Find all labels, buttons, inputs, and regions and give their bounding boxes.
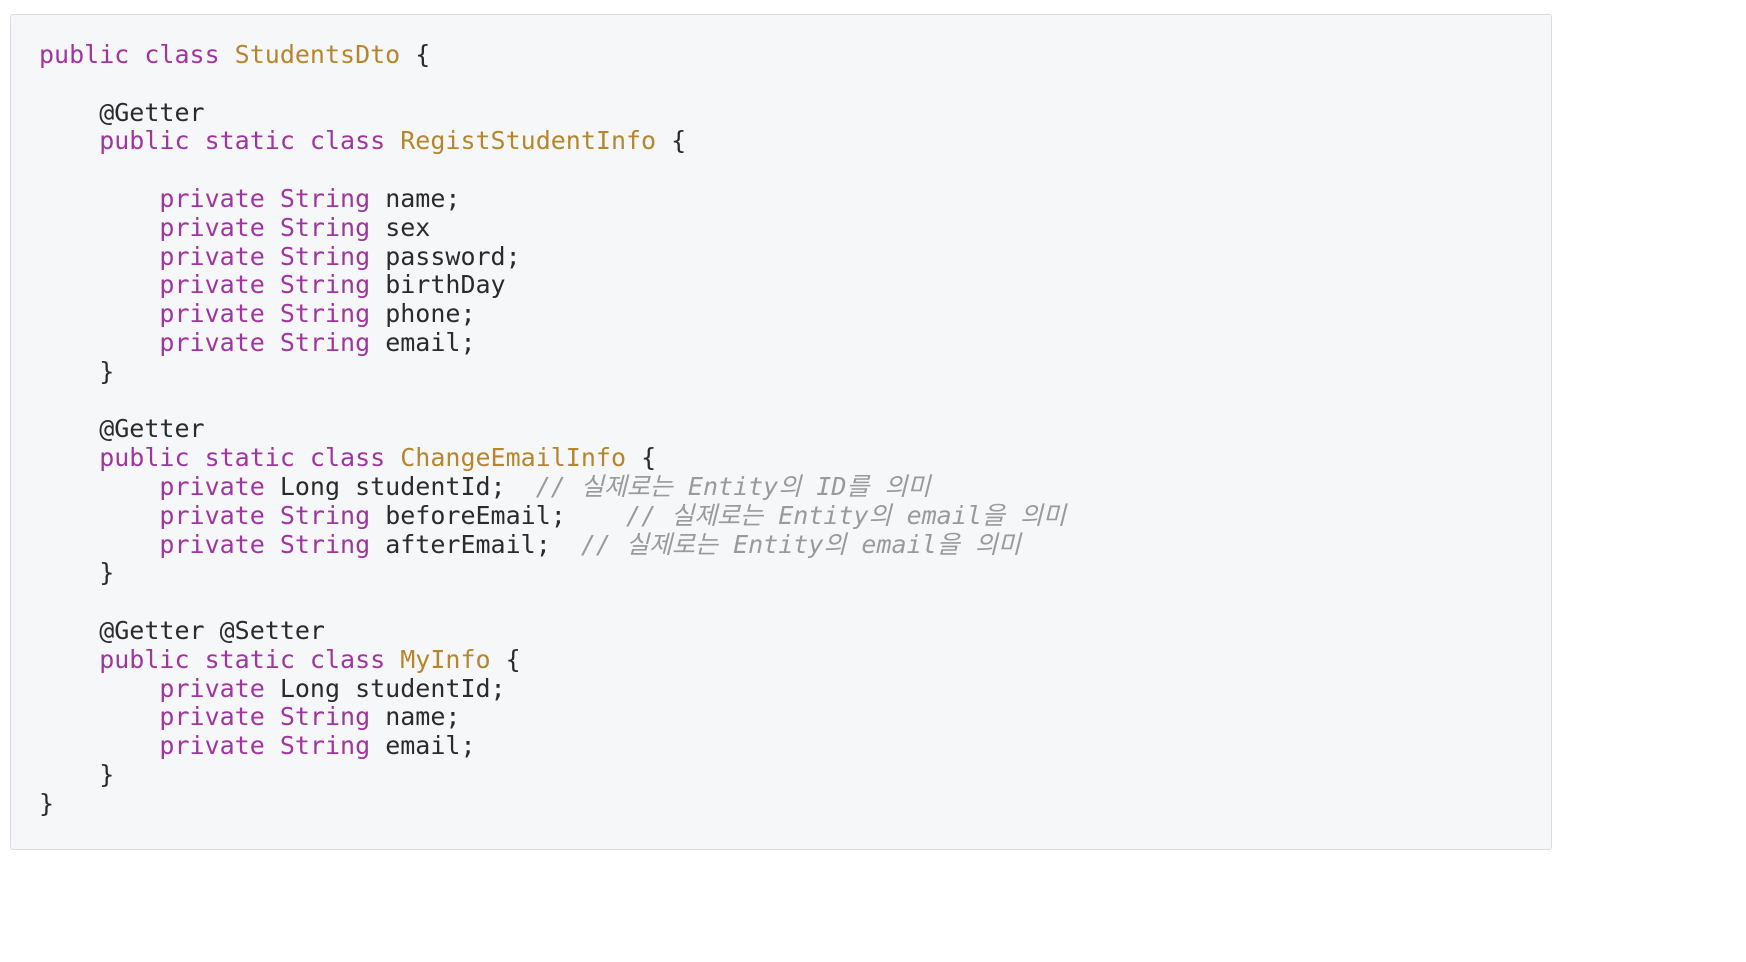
code-token-plain: phone; bbox=[370, 299, 476, 329]
code-token-cls: RegistStudentInfo bbox=[400, 126, 657, 156]
code-token-kw: private bbox=[39, 529, 280, 559]
code-token-kw: private bbox=[39, 673, 280, 703]
code-token-typ: String bbox=[279, 299, 371, 329]
code-token-typ: String bbox=[279, 731, 371, 761]
code-block: public class StudentsDto { @Getter publi… bbox=[10, 14, 1552, 850]
code-token-kw: private bbox=[39, 270, 280, 300]
code-token-typ: String bbox=[279, 241, 371, 271]
code-line: @Getter bbox=[39, 97, 1066, 128]
code-line bbox=[39, 387, 1066, 416]
code-token-kw: private bbox=[39, 731, 280, 761]
code-token-plain: } bbox=[39, 759, 115, 789]
code-token-anno: @Getter bbox=[39, 97, 205, 127]
code-token-plain: email; bbox=[370, 327, 476, 357]
code-token-plain: } bbox=[39, 788, 55, 818]
code-token-cmt: // 실제로는 Entity의 email을 의미 bbox=[565, 500, 1066, 530]
code-token-typ: String bbox=[279, 702, 371, 732]
code-token-plain: { bbox=[400, 40, 431, 69]
code-token-cmt: // 실제로는 Entity의 ID를 의미 bbox=[505, 471, 931, 501]
code-token-kw: private bbox=[39, 183, 280, 213]
code-line: } bbox=[39, 759, 1066, 790]
code-line bbox=[39, 156, 1066, 185]
code-token-plain: Long studentId; bbox=[279, 673, 506, 703]
code-token-plain: beforeEmail; bbox=[370, 500, 566, 530]
code-line: private String phone; bbox=[39, 299, 1066, 329]
code-token-plain: } bbox=[39, 558, 115, 588]
code-token-plain: name; bbox=[370, 183, 461, 213]
code-token-typ: String bbox=[279, 270, 371, 300]
code-line: private String sex bbox=[39, 212, 1066, 243]
code-content: public class StudentsDto { @Getter publi… bbox=[39, 40, 1066, 819]
code-token-typ: String bbox=[279, 500, 371, 530]
code-token-plain: Long studentId; bbox=[279, 471, 506, 501]
code-token-plain: sex bbox=[370, 212, 431, 242]
code-token-kw: private bbox=[39, 327, 280, 357]
code-token-kw: public class bbox=[39, 40, 235, 69]
code-line bbox=[39, 588, 1066, 617]
code-line: } bbox=[39, 558, 1066, 588]
code-token-typ: String bbox=[279, 212, 371, 242]
code-line: public static class ChangeEmailInfo { bbox=[39, 443, 1066, 473]
code-line: } bbox=[39, 356, 1066, 387]
code-token-plain: { bbox=[656, 126, 687, 156]
code-token-plain: birthDay bbox=[370, 270, 506, 300]
code-token-cls: ChangeEmailInfo bbox=[400, 443, 627, 473]
code-token-plain: { bbox=[490, 644, 521, 674]
code-token-plain: { bbox=[626, 443, 657, 473]
code-line bbox=[39, 70, 1066, 99]
code-token-cls: StudentsDto bbox=[234, 40, 401, 69]
code-line: @Getter @Setter bbox=[39, 615, 1066, 646]
code-line: private String name; bbox=[39, 183, 1066, 214]
code-line: public static class MyInfo { bbox=[39, 644, 1066, 675]
code-token-typ: String bbox=[279, 529, 371, 559]
code-token-cmt: // 실제로는 Entity의 email을 의미 bbox=[550, 529, 1021, 559]
code-line: private String birthDay bbox=[39, 270, 1066, 300]
code-token-kw: private bbox=[39, 212, 280, 242]
code-token-plain: password; bbox=[370, 241, 521, 271]
code-token-kw: public static class bbox=[39, 126, 401, 156]
code-token-kw: public static class bbox=[39, 443, 401, 473]
code-token-plain: } bbox=[39, 356, 115, 386]
code-token-cls: MyInfo bbox=[400, 644, 491, 674]
code-line: public class StudentsDto { bbox=[39, 40, 1066, 70]
code-token-kw: private bbox=[39, 500, 280, 530]
code-line: private String email; bbox=[39, 327, 1066, 358]
code-token-kw: private bbox=[39, 241, 280, 271]
code-token-kw: private bbox=[39, 702, 280, 732]
code-token-plain: afterEmail; bbox=[370, 529, 551, 559]
code-line: private String afterEmail; // 실제로는 Entit… bbox=[39, 529, 1066, 560]
code-line: private String password; bbox=[39, 241, 1066, 272]
code-token-typ: String bbox=[279, 183, 371, 213]
code-token-anno: @Getter @Setter bbox=[39, 615, 325, 645]
code-token-plain: name; bbox=[370, 702, 461, 732]
code-line: private Long studentId; bbox=[39, 673, 1066, 704]
code-token-plain: email; bbox=[370, 731, 476, 761]
code-line: } bbox=[39, 788, 1066, 819]
code-line: @Getter bbox=[39, 414, 1066, 444]
code-line: public static class RegistStudentInfo { bbox=[39, 126, 1066, 156]
code-token-anno: @Getter bbox=[39, 414, 205, 444]
code-line: private String beforeEmail; // 실제로는 Enti… bbox=[39, 500, 1066, 531]
code-token-kw: private bbox=[39, 471, 280, 501]
code-line: private String email; bbox=[39, 731, 1066, 761]
code-token-kw: private bbox=[39, 299, 280, 329]
code-line: private String name; bbox=[39, 702, 1066, 732]
code-token-kw: public static class bbox=[39, 644, 401, 674]
code-line: private Long studentId; // 실제로는 Entity의 … bbox=[39, 471, 1066, 502]
code-token-typ: String bbox=[279, 327, 371, 357]
